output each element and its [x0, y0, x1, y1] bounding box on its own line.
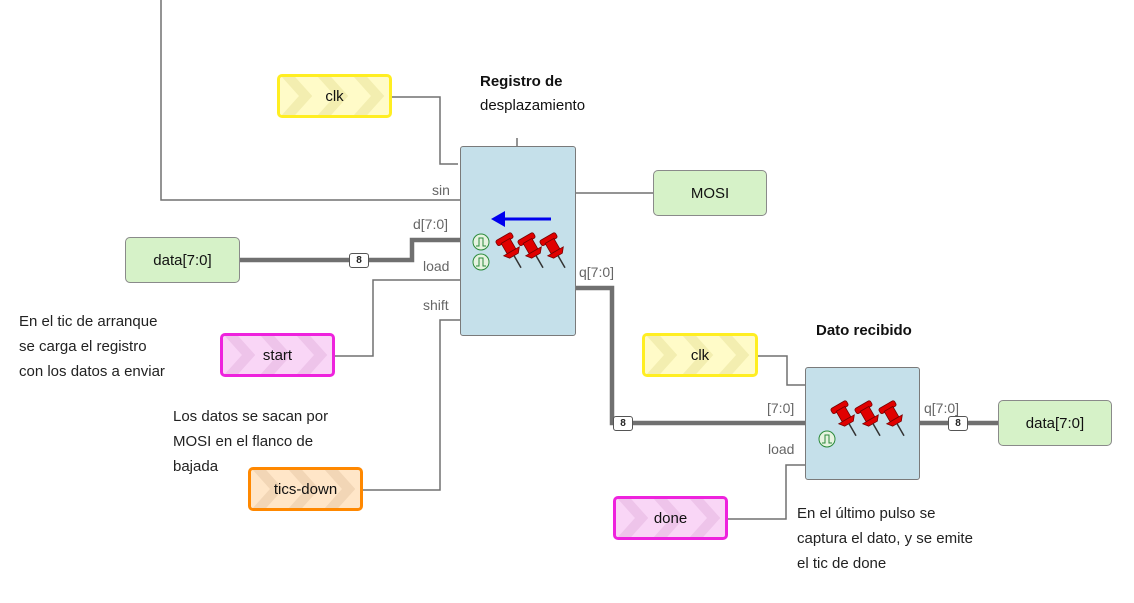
clk-bottom-wire — [758, 355, 805, 386]
tics-down-input[interactable]: tics-down — [248, 467, 363, 511]
chevron-icon — [646, 336, 750, 374]
pin-icon — [495, 232, 566, 269]
port-label-d: d[7:0] — [413, 216, 449, 232]
data-in-bus — [240, 237, 460, 263]
done-note: En el último pulso se captura el dato, y… — [797, 505, 973, 572]
mosi-label: MOSI — [690, 184, 730, 202]
clk-input-top[interactable]: clk — [277, 74, 392, 118]
bus-width-badge-q: 8 — [613, 416, 633, 431]
data-output-label: data[7:0] — [1025, 414, 1085, 432]
port-label-data-load: load — [768, 441, 795, 457]
port-label-data-d: [7:0] — [767, 400, 795, 416]
pin-icon — [830, 400, 905, 437]
pulse-icon — [472, 233, 490, 271]
sin-wire — [160, 0, 460, 201]
port-label-data-q: q[7:0] — [924, 400, 960, 416]
shift-register-subtitle: desplazamiento — [480, 97, 586, 114]
port-label-load: load — [423, 258, 450, 274]
clk-label: clk — [690, 346, 710, 364]
clk-label: clk — [325, 87, 344, 105]
start-label: start — [262, 346, 293, 364]
clk-top-wire — [392, 96, 458, 165]
bus-width-badge-data-out: 8 — [948, 416, 968, 431]
shift-register-block[interactable] — [460, 146, 576, 336]
q-bus — [576, 285, 805, 426]
bus-width-badge-data-in: 8 — [349, 253, 369, 268]
tics-down-label: tics-down — [273, 480, 338, 498]
start-note: En el tic de arranque se carga el regist… — [19, 313, 165, 380]
start-input[interactable]: start — [220, 333, 335, 377]
pulse-icon — [818, 430, 836, 448]
done-input[interactable]: done — [613, 496, 728, 540]
shift-wire — [363, 319, 460, 491]
port-label-shift: shift — [423, 297, 449, 313]
data-input-label: data[7:0] — [153, 251, 212, 269]
mosi-output-port[interactable]: MOSI — [653, 170, 767, 216]
done-label: done — [653, 509, 688, 527]
clk-input-bottom[interactable]: clk — [642, 333, 758, 377]
chevron-icon — [617, 499, 721, 537]
load-wire — [335, 279, 460, 357]
port-label-sin: sin — [432, 182, 450, 198]
left-arrow-icon — [491, 211, 551, 227]
mosi-note: Los datos se sacan por MOSI en el flanco… — [173, 408, 329, 475]
data-input-port[interactable]: data[7:0] — [125, 237, 240, 283]
shift-register-title: Registro de — [480, 73, 563, 90]
chevron-icon — [224, 336, 328, 374]
chevron-icon — [281, 77, 385, 115]
data-register-block[interactable] — [805, 367, 920, 480]
data-output-port[interactable]: data[7:0] — [998, 400, 1112, 446]
port-label-q: q[7:0] — [579, 264, 615, 280]
chevron-icon — [252, 470, 356, 508]
data-register-title: Dato recibido — [816, 322, 912, 339]
done-wire — [728, 464, 805, 520]
